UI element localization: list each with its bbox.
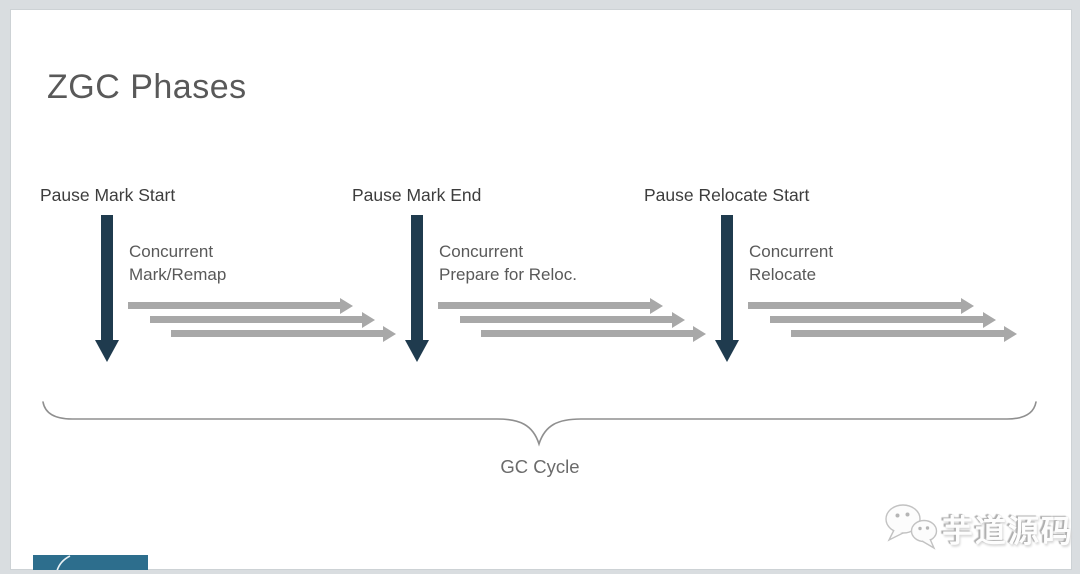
- concurrent-relocate-label: Concurrent Relocate: [749, 240, 833, 286]
- slide-canvas: ZGC Phases: [10, 9, 1072, 570]
- page-title: ZGC Phases: [47, 68, 247, 106]
- pause-relocate-start-label: Pause Relocate Start: [644, 185, 810, 205]
- concurrent-label-line2: Mark/Remap: [129, 265, 227, 284]
- logo-swoosh-icon: [56, 555, 71, 571]
- concurrent-thread-arrow-icon: [460, 311, 685, 328]
- pause-arrow-icon: [405, 215, 429, 362]
- concurrent-thread-arrow-icon: [128, 297, 353, 314]
- phase-group-mark: Pause Mark Start Concurrent Mark/Remap: [0, 0, 396, 420]
- concurrent-prepare-reloc-label: Concurrent Prepare for Reloc.: [439, 240, 577, 286]
- gc-cycle-label: GC Cycle: [500, 456, 580, 477]
- concurrent-label-line1: Concurrent: [439, 242, 524, 261]
- pause-mark-end-label: Pause Mark End: [352, 185, 482, 205]
- wechat-icon: [885, 504, 938, 550]
- concurrent-thread-arrow-icon: [150, 311, 375, 328]
- concurrent-label-line1: Concurrent: [129, 242, 214, 261]
- pause-mark-start-label: Pause Mark Start: [40, 185, 176, 205]
- phase-group-prepare-reloc: Pause Mark End Concurrent Prepare for Re…: [310, 0, 706, 420]
- concurrent-thread-arrow-icon: [438, 297, 663, 314]
- concurrent-thread-arrow-icon: [791, 325, 1017, 342]
- concurrent-thread-arrow-icon: [171, 325, 396, 342]
- watermark: 芋道源码: [880, 500, 1072, 556]
- concurrent-thread-arrow-icon: [481, 325, 706, 342]
- gc-cycle-brace: [42, 400, 1037, 448]
- watermark-text: 芋道源码: [942, 514, 1074, 549]
- logo-block: [33, 555, 148, 571]
- curly-brace-icon: [42, 401, 1037, 447]
- pause-arrow-icon: [95, 215, 119, 362]
- pause-arrow-icon: [715, 215, 739, 362]
- concurrent-thread-arrow-icon: [748, 297, 974, 314]
- phase-group-relocate: Pause Relocate Start Concurrent Relocate: [620, 0, 1017, 420]
- concurrent-thread-arrow-icon: [770, 311, 996, 328]
- concurrent-label-line2: Prepare for Reloc.: [439, 265, 577, 284]
- concurrent-label-line1: Concurrent: [749, 242, 834, 261]
- concurrent-label-line2: Relocate: [749, 265, 817, 284]
- frame-bottom-strip: [0, 570, 1080, 574]
- concurrent-mark-remap-label: Concurrent Mark/Remap: [129, 240, 226, 286]
